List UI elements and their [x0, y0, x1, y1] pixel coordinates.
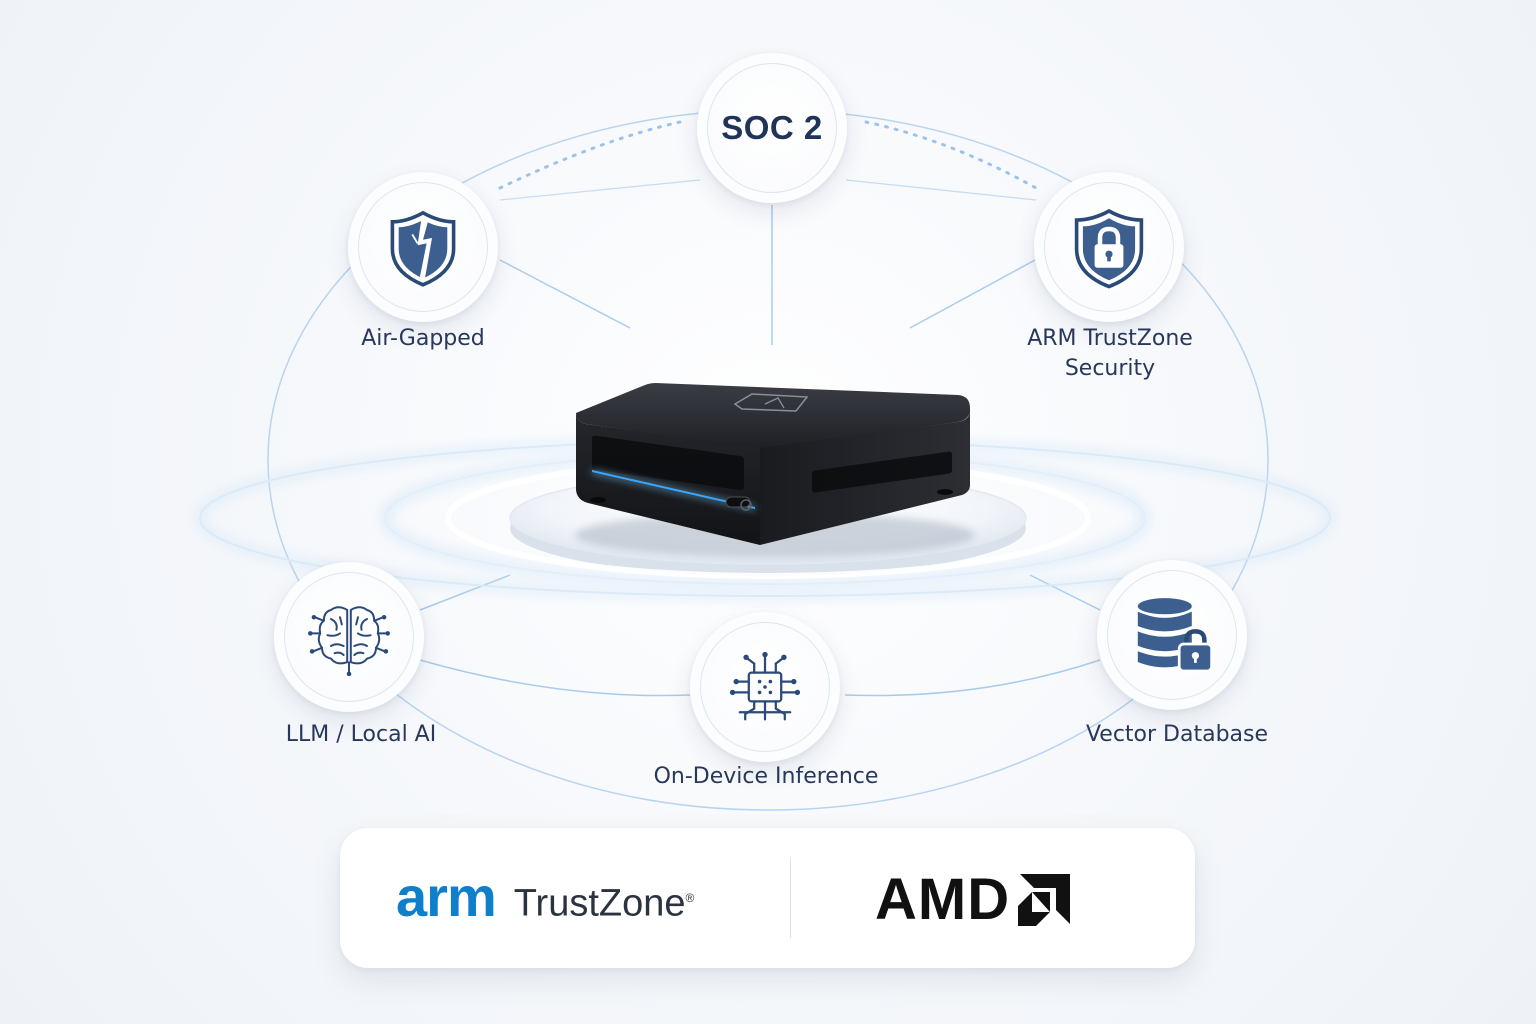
- arm-trustzone-label-line1: ARM TrustZone: [1027, 326, 1193, 351]
- logo-divider: [790, 858, 791, 938]
- arm-trustzone-logo: arm TrustZone®: [396, 862, 694, 939]
- spoke-arm: [909, 259, 1036, 329]
- trustzone-logo-word: TrustZone®: [514, 863, 695, 939]
- air-gapped-label: Air-Gapped: [361, 326, 485, 351]
- shield-lock-icon: [1074, 208, 1144, 289]
- dotted-arc-right: [864, 120, 1038, 190]
- mini-pc-device-icon: [576, 383, 970, 545]
- spoke-top-left: [499, 179, 701, 201]
- llm-local-ai-label: LLM / Local AI: [285, 722, 437, 747]
- on-device-inference-node: [690, 612, 840, 762]
- arm-trustzone-label: ARM TrustZone Security: [1027, 324, 1193, 384]
- spoke-air-gapped: [499, 259, 631, 329]
- amd-logo-word: AMD: [875, 867, 1011, 932]
- spoke-vector: [1029, 574, 1101, 611]
- partner-logo-card: arm TrustZone® AMD: [340, 828, 1195, 968]
- vector-database-node: [1097, 560, 1247, 710]
- spoke-llm: [419, 574, 511, 611]
- vector-database-label: Vector Database: [1085, 722, 1269, 747]
- amd-logo: AMD: [875, 868, 1072, 932]
- soc2-node: SOC 2: [697, 53, 847, 203]
- shield-break-icon: [390, 210, 456, 287]
- brain-circuit-icon: [308, 606, 390, 677]
- soc2-label: SOC 2: [721, 109, 823, 146]
- llm-local-ai-node: [274, 562, 424, 712]
- trustzone-logo-text: TrustZone: [513, 883, 686, 925]
- arm-trustzone-label-line2: Security: [1064, 356, 1156, 381]
- chip-icon: [729, 651, 801, 721]
- spoke-top-right: [845, 179, 1037, 201]
- dotted-arc-left: [498, 120, 682, 190]
- air-gapped-node: [348, 172, 498, 322]
- on-device-inference-label: On-Device Inference: [653, 764, 879, 789]
- database-lock-icon: [1137, 598, 1213, 673]
- arm-logo-word: arm: [396, 865, 497, 928]
- amd-arrow-icon: [1018, 874, 1071, 926]
- spoke-inference-vector: [844, 659, 1101, 697]
- spoke-llm-inference: [419, 659, 691, 697]
- arm-trustzone-node: [1034, 172, 1184, 322]
- registered-mark: ®: [685, 891, 695, 906]
